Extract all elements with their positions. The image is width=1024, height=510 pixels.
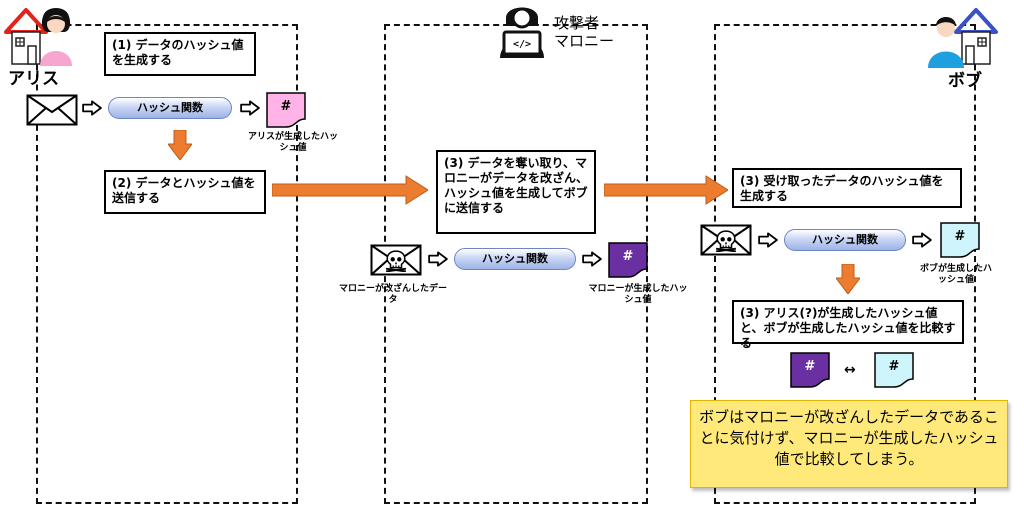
hash-symbol: # (804, 359, 816, 374)
attacker-step3-box: (3) データを奪い取り、マロニーがデータを改ざん、ハッシュ値を生成してボブに送… (436, 150, 596, 234)
bob-step3a-box: (3) 受け取ったデータのハッシュ値を生成する (732, 168, 962, 208)
down-arrow-icon (836, 264, 860, 294)
flow-arrow-icon (240, 100, 260, 116)
attacker-data-caption: マロニーが改ざんしたデータ (338, 284, 447, 305)
bob-hash-document-icon: # (874, 352, 914, 388)
bob-hash-function: ハッシュ関数 (784, 229, 906, 251)
hash-symbol: # (954, 229, 966, 244)
bob-name: ボブ (948, 71, 982, 91)
alice-step2-box: (2) データとハッシュ値を送信する (104, 170, 266, 214)
bob-hash-document-icon: # (940, 222, 980, 258)
down-arrow-icon (168, 130, 192, 160)
attacker-hash-document-icon: # (608, 242, 648, 278)
alice-hash-caption: アリスが生成したハッシュ値 (247, 132, 338, 153)
flow-arrow-icon (758, 232, 778, 248)
alice-lane (36, 24, 298, 504)
flow-arrow-icon (428, 251, 448, 267)
flow-arrow-icon (82, 100, 102, 116)
alice-hash-function: ハッシュ関数 (108, 97, 232, 119)
skull-envelope-icon (370, 244, 422, 276)
attacker-hash-document-icon: # (790, 352, 830, 388)
attacker-label: 攻撃者 マロニー (554, 14, 614, 50)
compare-symbol: ↔ (844, 362, 856, 378)
conclusion-note: ボブはマロニーが改ざんしたデータであることに気付けず、マロニーが生成したハッシュ… (690, 400, 1008, 488)
hash-symbol: # (622, 249, 634, 264)
hacker-laptop-icon: </> (500, 7, 544, 58)
flow-arrow-icon (912, 232, 932, 248)
hash-symbol: # (280, 99, 292, 114)
svg-text:</>: </> (513, 39, 531, 50)
attacker-hash-function: ハッシュ関数 (454, 248, 576, 270)
flow-arrow-icon (582, 251, 602, 267)
attacker-hash-caption: マロニーが生成したハッシュ値 (588, 284, 688, 305)
skull-envelope-icon (700, 224, 752, 256)
man-house-icon (928, 8, 998, 68)
hash-symbol: # (888, 359, 900, 374)
woman-house-icon (4, 8, 72, 66)
transfer-arrow-icon (272, 175, 428, 205)
attacker-name: マロニー (554, 32, 615, 50)
alice-step1-box: (1) データのハッシュ値を生成する (104, 32, 256, 76)
bob-lane (714, 24, 976, 504)
alice-name: アリス (8, 69, 59, 89)
alice-hash-document-icon: # (266, 92, 306, 128)
bob-hash-caption: ボブが生成したハッシュ値 (919, 264, 992, 285)
bob-step3b-box: (3) アリス(?)が生成したハッシュ値と、ボブが生成したハッシュ値を比較する (732, 300, 964, 350)
transfer-arrow-icon (604, 175, 728, 205)
attacker-role: 攻撃者 (554, 14, 600, 32)
envelope-icon (26, 94, 78, 126)
